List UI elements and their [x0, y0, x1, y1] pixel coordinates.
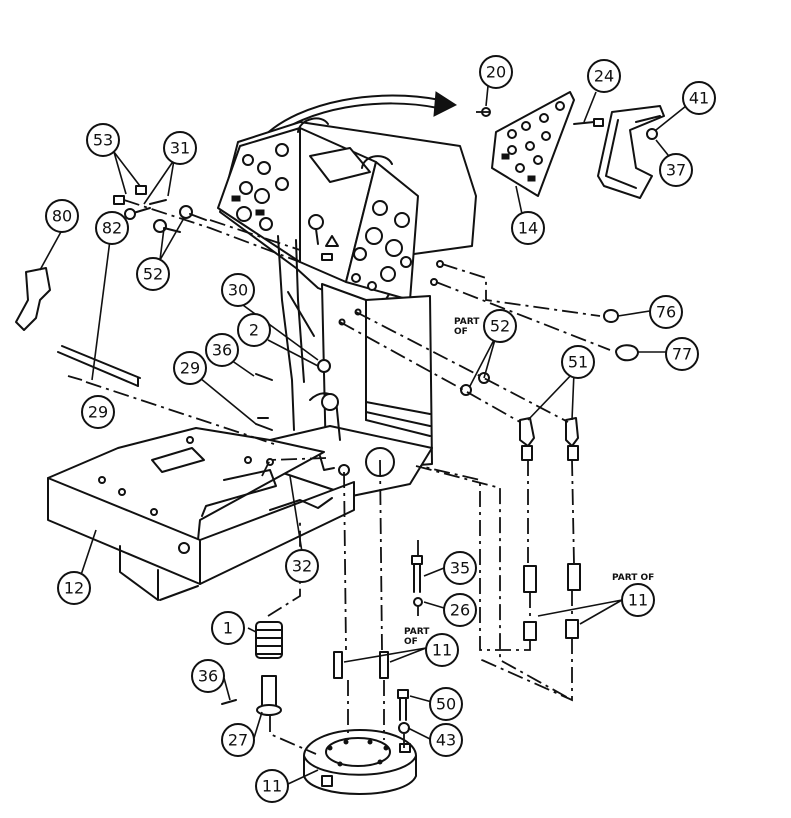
callout-82: 82: [95, 211, 129, 245]
svg-text:11: 11: [628, 591, 648, 610]
svg-text:30: 30: [228, 281, 248, 300]
callout-29-left: 29: [81, 395, 115, 429]
svg-text:50: 50: [436, 695, 456, 714]
base-plate: [47, 427, 355, 601]
svg-text:35: 35: [450, 559, 470, 578]
callout-52-right: 52: [483, 309, 517, 343]
note-part-of-52: PART OF: [454, 317, 483, 337]
svg-text:20: 20: [486, 63, 506, 82]
callout-41: 41: [682, 81, 716, 115]
right-face-controls: [351, 200, 412, 291]
panel-hardware: [476, 107, 604, 127]
front-face-symbols: [308, 214, 339, 261]
callout-52-upper: 52: [136, 257, 170, 291]
callout-43: 43: [429, 723, 463, 757]
callouts: 20 24 41 37 14 53 31 80 82 52 30 76 2 52…: [45, 55, 716, 803]
svg-text:76: 76: [656, 303, 676, 322]
callout-76: 76: [649, 295, 683, 329]
svg-text:51: 51: [568, 353, 588, 372]
callout-80: 80: [45, 199, 79, 233]
callout-36-lower: 36: [191, 659, 225, 693]
swivel-base-11: [303, 729, 417, 795]
callout-50: 50: [429, 687, 463, 721]
svg-text:36: 36: [198, 667, 218, 686]
cover-80: [15, 267, 51, 331]
svg-text:14: 14: [518, 219, 538, 238]
callout-14: 14: [511, 211, 545, 245]
svg-text:53: 53: [93, 131, 113, 150]
left-face-controls: [231, 143, 289, 231]
svg-text:1: 1: [223, 619, 233, 638]
svg-text:36: 36: [212, 341, 232, 360]
pivot-pin-27: [221, 675, 282, 716]
pins-upper: [255, 373, 273, 431]
svg-text:11: 11: [432, 641, 452, 660]
hose-fittings-51: [460, 372, 579, 461]
svg-text:77: 77: [672, 345, 692, 364]
svg-text:52: 52: [490, 317, 510, 336]
plug-77: [615, 344, 639, 362]
svg-text:24: 24: [594, 67, 614, 86]
callout-32: 32: [285, 549, 319, 583]
svg-text:26: 26: [450, 601, 470, 620]
callout-51: 51: [561, 345, 595, 379]
svg-text:52: 52: [143, 265, 163, 284]
bolt-50: [397, 689, 410, 734]
callout-29-center: 29: [173, 351, 207, 385]
callout-37: 37: [659, 153, 693, 187]
note-part-of-11-lower: PART OF: [404, 627, 433, 647]
column: [269, 283, 433, 497]
callout-30: 30: [221, 273, 255, 307]
callout-27: 27: [221, 723, 255, 757]
svg-text:80: 80: [52, 207, 72, 226]
svg-text:82: 82: [102, 219, 122, 238]
callout-24: 24: [587, 59, 621, 93]
svg-text:43: 43: [436, 731, 456, 750]
svg-text:29: 29: [180, 359, 200, 378]
assembly-lines: [85, 199, 611, 755]
svg-text:12: 12: [64, 579, 84, 598]
callout-35: 35: [443, 551, 477, 585]
svg-text:37: 37: [666, 161, 686, 180]
studs-11: [333, 651, 389, 679]
note-part-of-11-upper: PART OF: [612, 573, 654, 583]
svg-text:41: 41: [689, 89, 709, 108]
bolt-35: [411, 555, 423, 607]
callout-12: 12: [57, 571, 91, 605]
fittings-left: [113, 185, 207, 233]
callout-20: 20: [479, 55, 513, 89]
leader-lines: [39, 85, 687, 785]
svg-text:32: 32: [292, 557, 312, 576]
panel-bracket: [597, 105, 665, 199]
callout-11-bottom: 11: [255, 769, 289, 803]
callout-11-center: 11: [425, 633, 459, 667]
rod-82: [57, 345, 141, 387]
callout-53: 53: [86, 123, 120, 157]
spring-1: [255, 621, 283, 659]
callout-26: 26: [443, 593, 477, 627]
cap-76: [603, 309, 619, 323]
svg-text:11: 11: [262, 777, 282, 796]
callout-36-upper: 36: [205, 333, 239, 367]
lever-rods: [277, 235, 341, 471]
svg-text:31: 31: [170, 139, 190, 158]
callout-2: 2: [237, 313, 271, 347]
callout-1: 1: [211, 611, 245, 645]
callout-11-right: 11: [621, 583, 655, 617]
callout-31: 31: [163, 131, 197, 165]
callout-77: 77: [665, 337, 699, 371]
svg-text:27: 27: [228, 731, 248, 750]
svg-text:29: 29: [88, 403, 108, 422]
side-control-panel: [491, 91, 575, 197]
svg-text:2: 2: [249, 321, 259, 340]
